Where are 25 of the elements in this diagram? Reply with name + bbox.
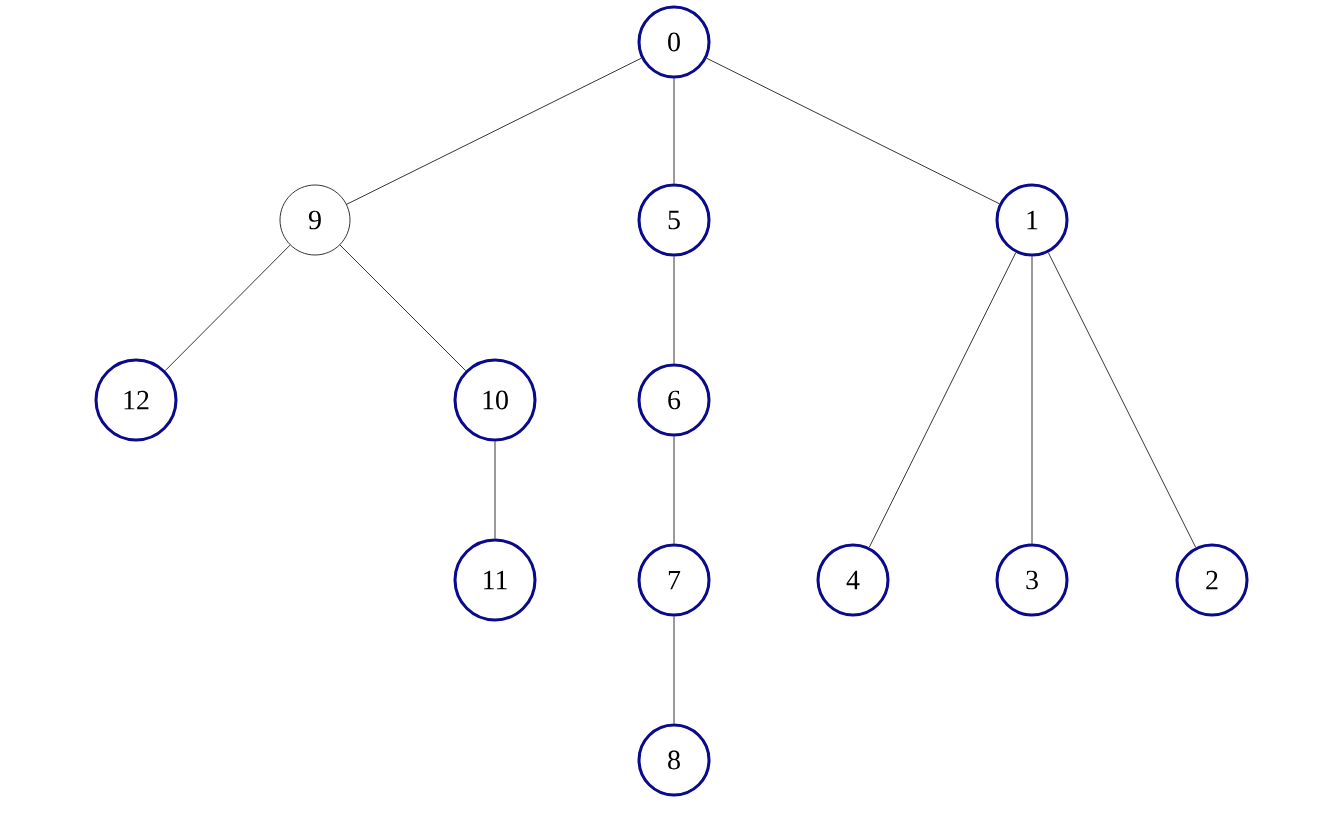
connector-line — [164, 244, 291, 371]
connector-line — [673, 256, 675, 364]
circle-node: 2 — [1175, 543, 1249, 617]
circle-node: 4 — [816, 543, 890, 617]
connector-line — [673, 78, 675, 184]
circle-node: 6 — [637, 363, 711, 437]
circle-node: 11 — [453, 538, 537, 622]
connector-line — [494, 441, 496, 539]
circle-node: 9 — [279, 184, 351, 256]
circle-node: 1 — [995, 183, 1069, 257]
circle-node: 10 — [453, 358, 537, 442]
circle-node: 5 — [637, 183, 711, 257]
circle-node: 0 — [637, 5, 711, 79]
connector-line — [1047, 252, 1197, 548]
connector-line — [339, 244, 467, 372]
connector-line — [346, 57, 642, 205]
connector-line — [868, 252, 1017, 548]
circle-node: 3 — [995, 543, 1069, 617]
circle-node: 8 — [637, 723, 711, 797]
connector-line — [706, 57, 1000, 205]
circle-node: 12 — [94, 358, 178, 442]
connector-line — [673, 436, 675, 544]
connector-line — [673, 616, 675, 724]
circle-node: 7 — [637, 543, 711, 617]
connector-line — [1031, 256, 1033, 544]
